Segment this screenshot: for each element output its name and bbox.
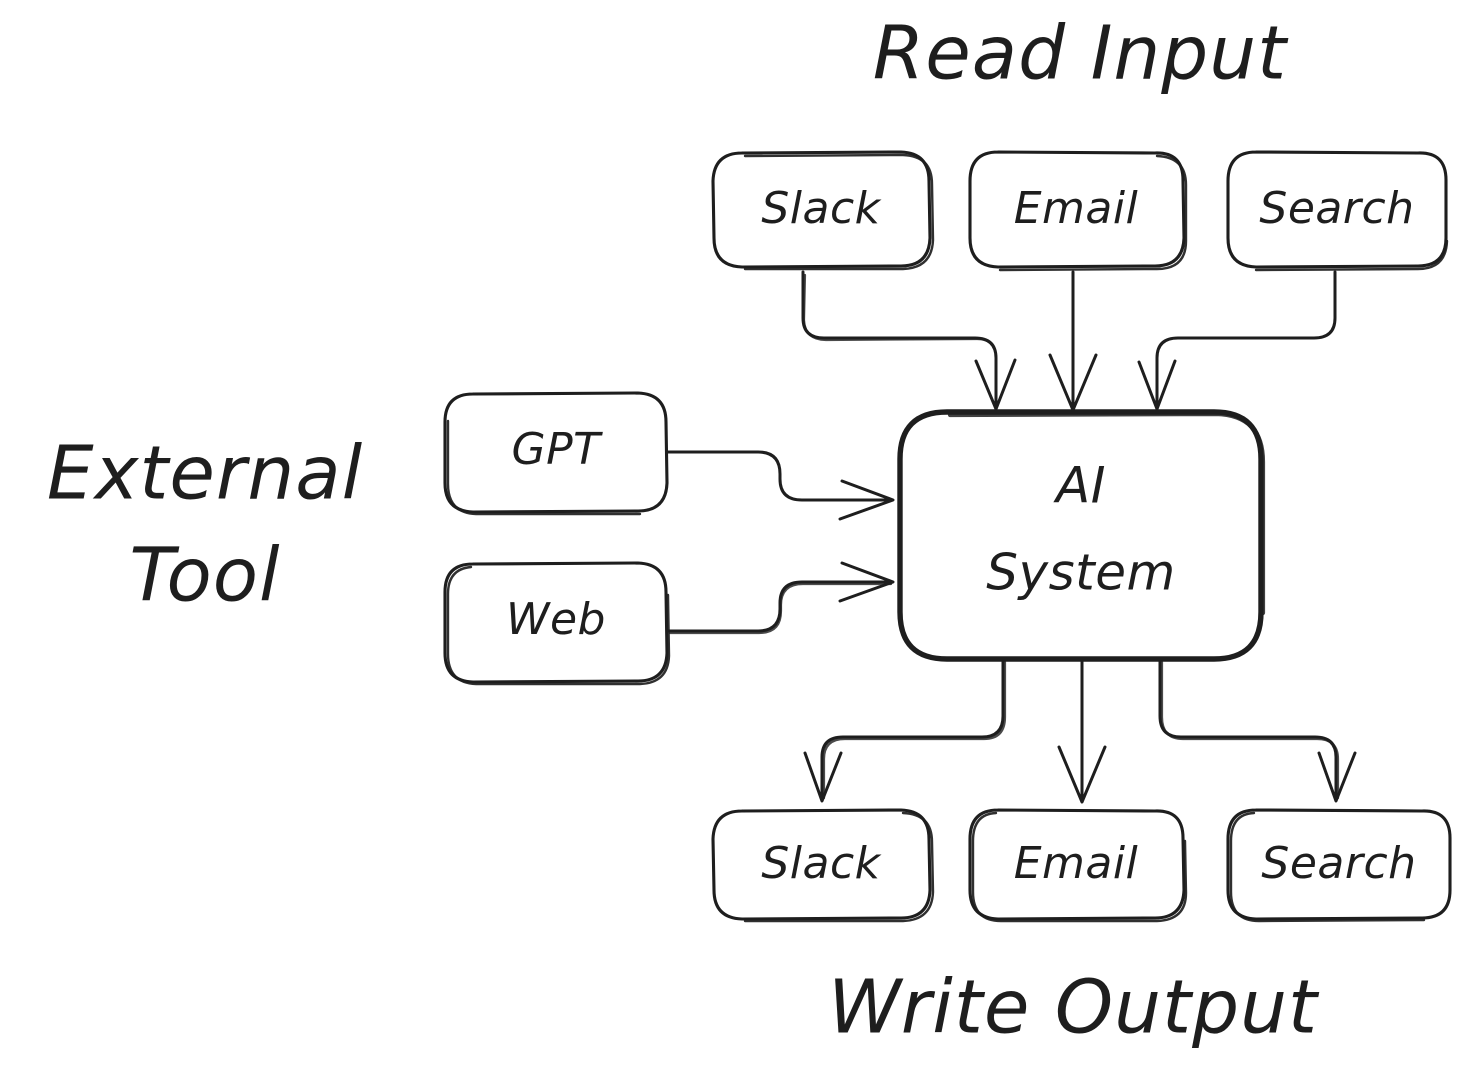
edge-search-to-ai-system <box>1137 270 1337 411</box>
group-label-read-input: Read Input <box>873 11 1289 97</box>
group-label-write-output: Write Output <box>828 965 1320 1051</box>
node-label-output-slack: Slack <box>761 838 881 889</box>
node-tool-web[interactable]: Web <box>443 561 671 686</box>
node-label-ai-system-line2: System <box>986 544 1175 602</box>
node-input-slack[interactable]: Slack <box>711 150 935 271</box>
group-label-external-tool-line2: Tool <box>129 533 280 619</box>
node-label-tool-gpt: GPT <box>511 424 603 475</box>
edge-email-to-ai-system <box>1048 270 1098 412</box>
node-label-output-search: Search <box>1261 838 1416 889</box>
node-label-input-search: Search <box>1259 183 1414 234</box>
group-label-external-tool-line1: External <box>47 431 363 517</box>
node-output-email[interactable]: Email <box>968 808 1188 923</box>
node-label-output-email: Email <box>1014 838 1139 889</box>
node-label-tool-web: Web <box>506 594 606 645</box>
node-tool-gpt[interactable]: GPT <box>443 391 669 516</box>
node-output-slack[interactable]: Slack <box>711 808 935 923</box>
node-ai-system[interactable]: AI System <box>897 409 1266 662</box>
node-label-input-slack: Slack <box>761 183 881 234</box>
node-output-search[interactable]: Search <box>1226 808 1452 923</box>
edge-ai-system-to-slack <box>803 658 1007 803</box>
edge-slack-to-ai-system <box>801 270 1017 411</box>
edge-ai-system-to-search <box>1158 658 1357 803</box>
edge-web-to-ai-system <box>666 561 895 635</box>
node-input-search[interactable]: Search <box>1226 150 1449 272</box>
node-label-ai-system-line1: AI <box>1053 457 1106 515</box>
node-label-input-email: Email <box>1014 183 1139 234</box>
edge-gpt-to-ai-system <box>666 450 895 521</box>
node-input-email[interactable]: Email <box>968 150 1188 272</box>
edge-ai-system-to-email <box>1057 658 1107 804</box>
